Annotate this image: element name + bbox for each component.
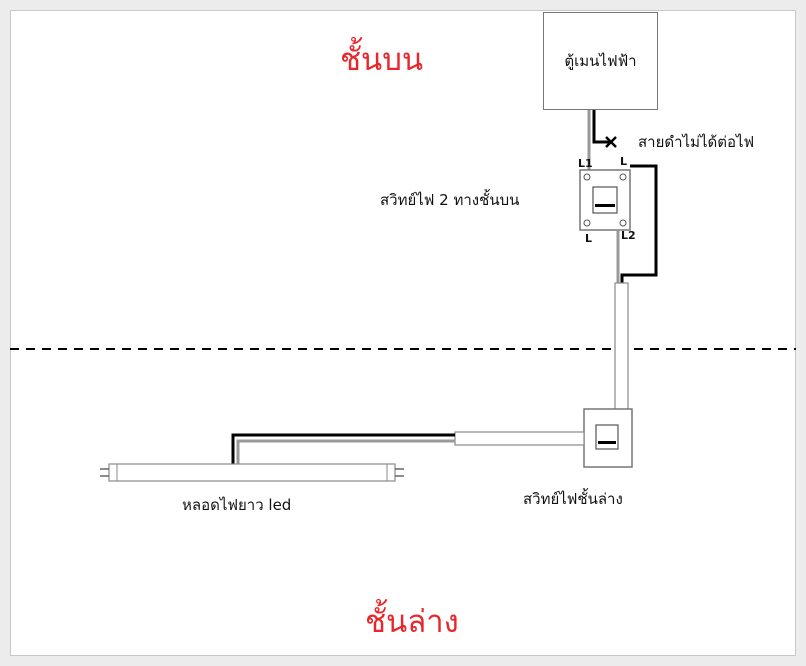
led-tube-lamp: [100, 463, 404, 482]
vertical-conduit: [614, 282, 629, 411]
terminal-L-bottom: L: [585, 232, 593, 245]
lower-floor-title: ชั้นล่าง: [365, 604, 459, 640]
horizontal-conduit: [454, 431, 585, 446]
black-wire-note: สายดำไม่ได้ต่อไฟ: [638, 133, 755, 151]
lower-switch-label: สวิทย์ไฟชั้นล่าง: [523, 490, 623, 508]
upper-floor-title: ชั้นบน: [340, 42, 424, 78]
terminal-L-top: L: [620, 155, 628, 168]
black-wire-disconnected: [592, 110, 610, 144]
black-wire-L-to-L2: [620, 164, 658, 283]
black-wire-to-lamp: [231, 433, 455, 465]
terminal-L1: L1: [578, 157, 593, 170]
gray-wire-to-lamp: [236, 439, 455, 465]
terminal-L2: L2: [621, 229, 636, 242]
lamp-label: หลอดไฟยาว led: [182, 496, 292, 514]
upper-switch: [579, 169, 631, 231]
diagram-canvas: [10, 10, 796, 656]
main-panel-label: ตู้เมนไฟฟ้า: [564, 52, 637, 70]
upper-switch-label: สวิทย์ไฟ 2 ทางชั้นบน: [380, 191, 520, 209]
main-panel: ตู้เมนไฟฟ้า: [543, 12, 658, 110]
lower-switch: [583, 408, 633, 468]
disconnected-x-icon: [605, 136, 617, 148]
